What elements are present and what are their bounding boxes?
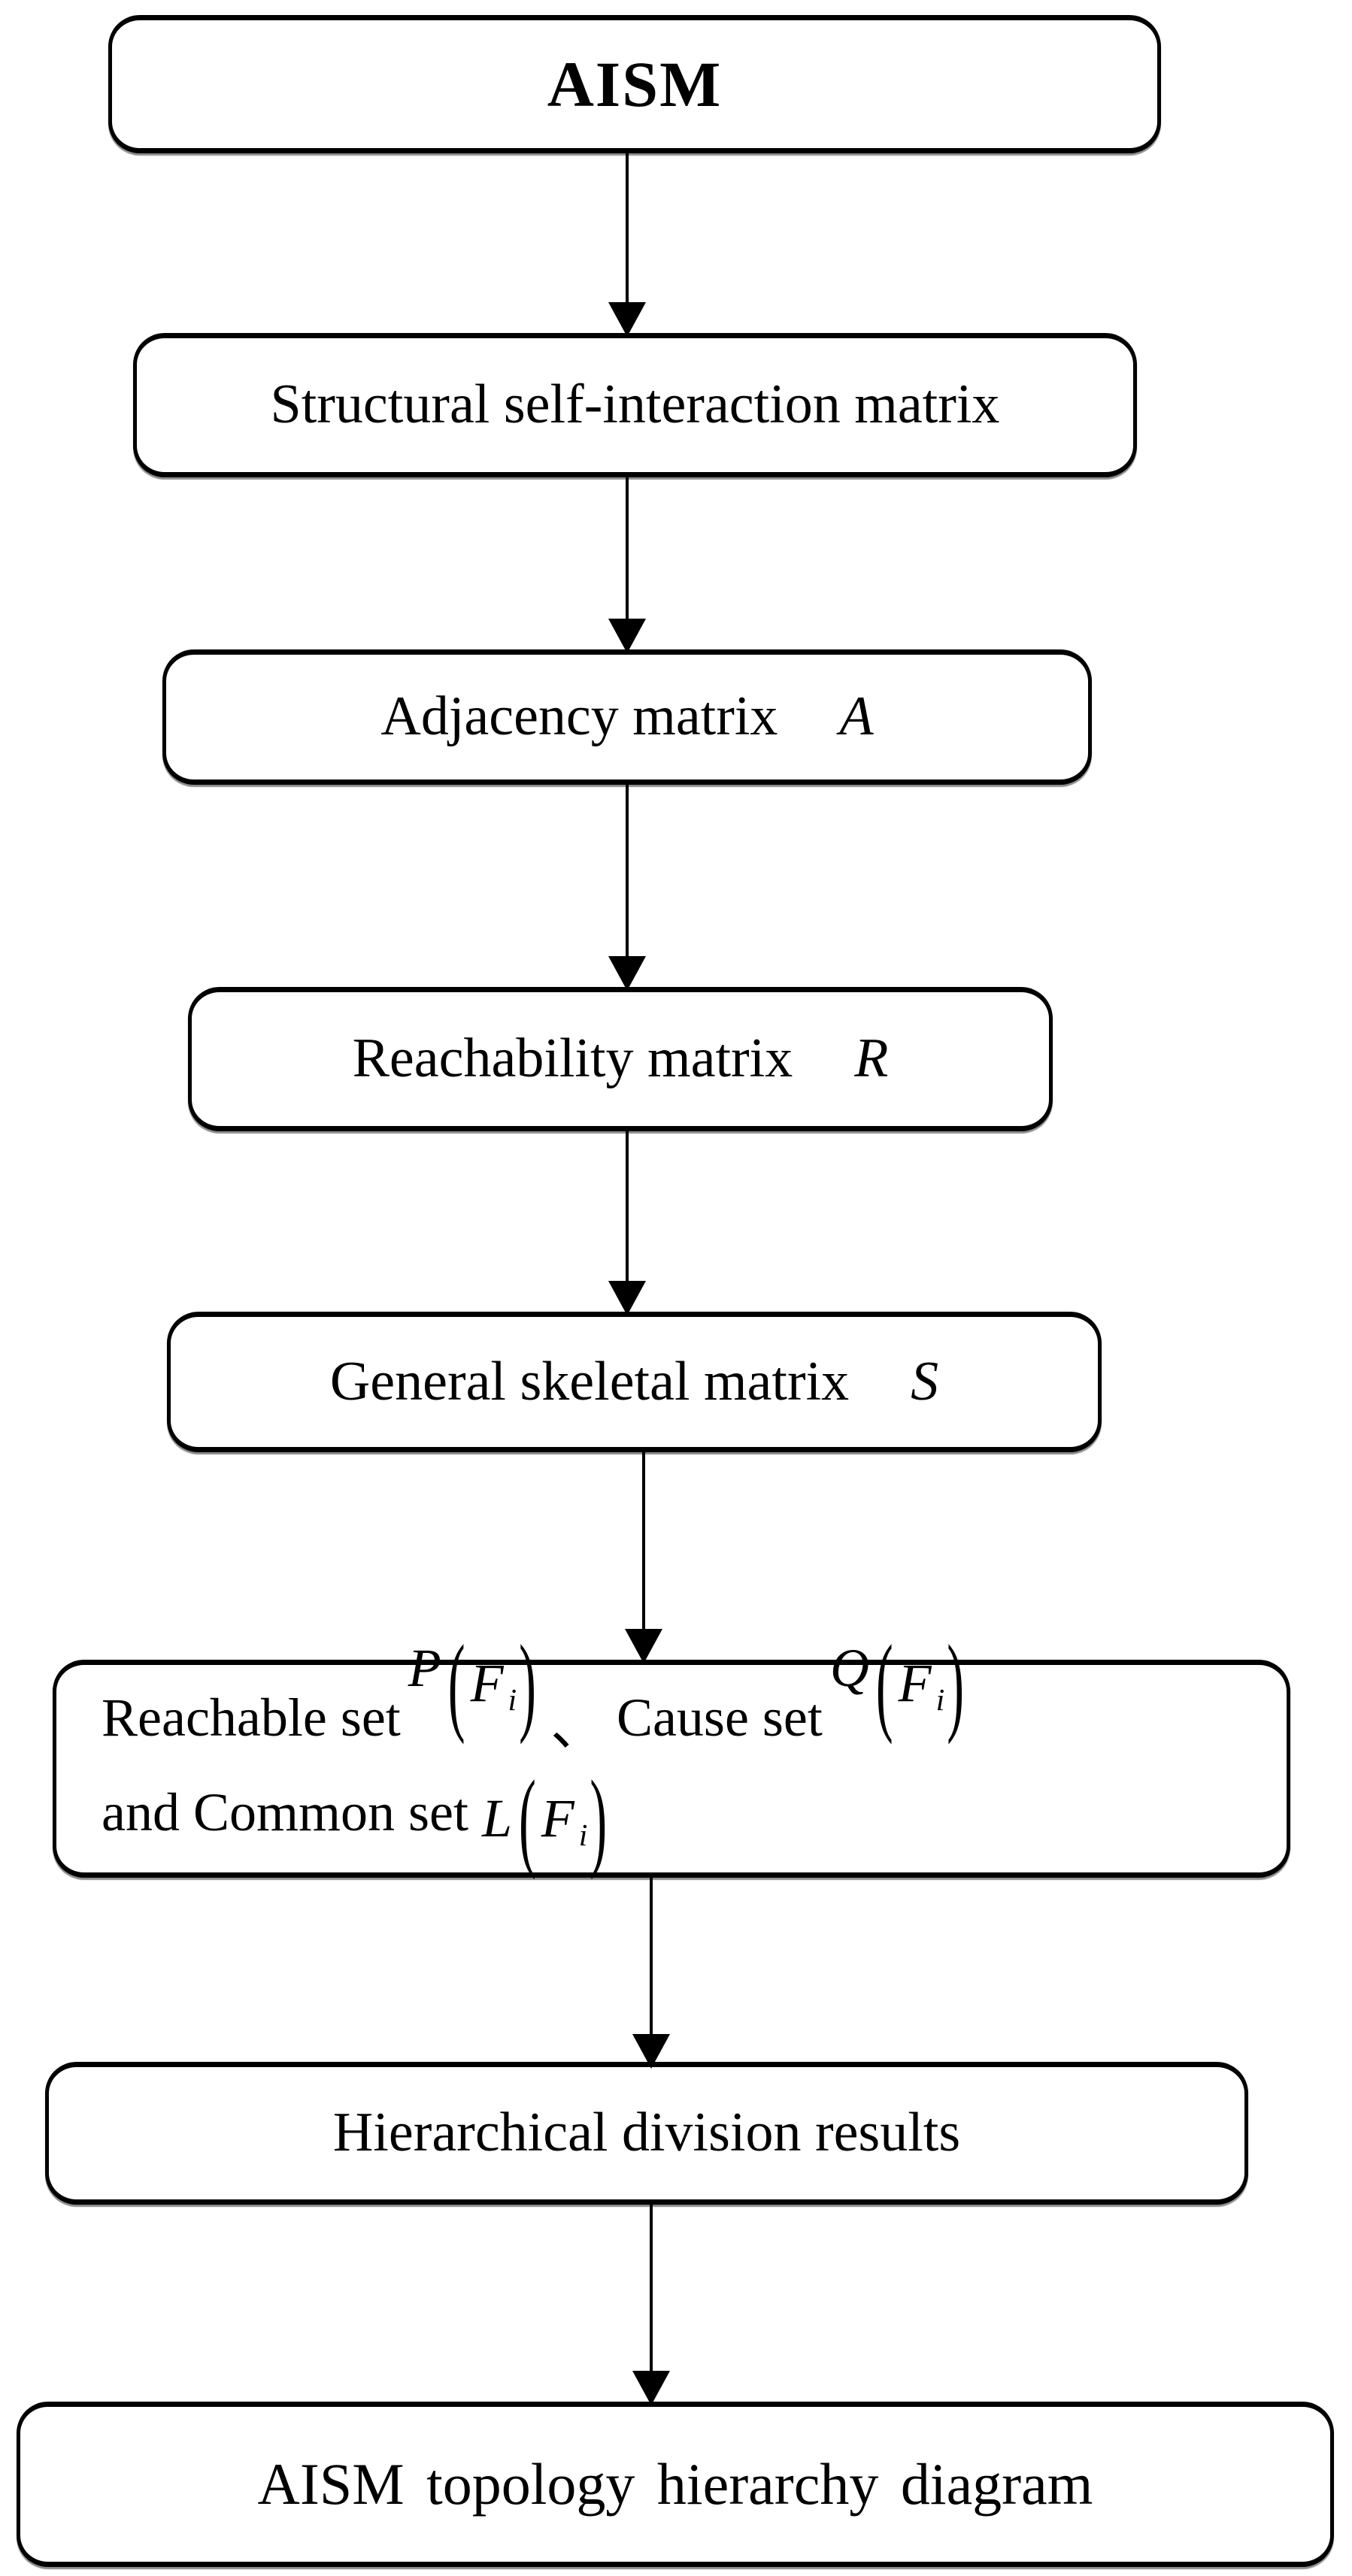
arrow-head-icon [608,1281,646,1315]
arrow-head-icon [608,956,646,991]
matrix-symbol-a: A [839,686,874,748]
math-subscript: i [935,1682,945,1718]
math-term-l: L ( F i ) [481,1763,609,1875]
flow-arrow-sets-to-hierarchical [632,1878,670,2069]
node-label: Hierarchical division results [332,2102,961,2164]
math-function-letter: P [408,1638,441,1699]
flow-arrow-aism-to-ssim [608,153,646,337]
node-adjacency-matrix: Adjacency matrix A [162,649,1092,785]
math-argument-letter: F [541,1788,574,1849]
arrow-head-icon [632,2371,670,2405]
node-aism: AISM [108,15,1161,153]
arrow-line [626,785,629,958]
reachable-set-label: Reachable set [102,1688,401,1748]
arrow-line [650,2205,653,2372]
math-argument-letter: F [898,1653,932,1714]
math-paren-open: ( [519,1757,536,1881]
node-aism-topology-hierarchy-diagram: AISM topology hierarchy diagram [17,2402,1334,2567]
common-set-label: and Common set [102,1782,468,1843]
math-paren-open: ( [875,1621,893,1745]
arrow-line [626,153,629,304]
flow-arrow-adjacency-to-reachability [608,785,646,991]
math-argument-letter: F [470,1653,504,1714]
math-paren-close: ) [519,1621,536,1745]
math-function-letter: L [481,1788,513,1849]
arrow-head-icon [632,2034,670,2069]
enumeration-comma: 、 [550,1696,605,1757]
sets-line-1: Reachable set P ( F i ) 、 Cause set Q ( … [102,1628,974,1764]
node-label: Structural self-interaction matrix [270,374,1000,436]
matrix-symbol-r: R [854,1028,889,1090]
cause-set-label: Cause set [616,1688,823,1748]
node-sets: Reachable set P ( F i ) 、 Cause set Q ( … [53,1628,1290,1878]
math-paren-close: ) [947,1621,965,1745]
node-structural-self-interaction-matrix: Structural self-interaction matrix [133,333,1137,477]
node-label: AISM topology hierarchy diagram [257,2451,1093,2517]
node-label: Adjacency matrix [380,686,778,748]
math-subscript: i [578,1818,588,1853]
arrow-head-icon [608,302,646,337]
flow-arrow-hierarchical-to-topology [632,2205,670,2405]
math-term-q: Q ( F i ) [830,1628,966,1739]
arrow-line [642,1452,645,1630]
flow-arrow-ssim-to-adjacency [608,477,646,653]
node-label: Reachability matrix [352,1028,793,1090]
math-subscript: i [508,1682,517,1718]
arrow-head-icon [608,619,646,653]
flow-arrow-skeletal-to-sets [625,1452,662,1663]
node-label: General skeletal matrix [329,1350,850,1412]
node-label: AISM [547,47,723,120]
math-function-letter: Q [829,1638,869,1699]
matrix-symbol-s: S [911,1350,939,1412]
arrow-line [650,1878,653,2036]
arrow-line [626,1131,629,1282]
math-paren-open: ( [447,1621,465,1745]
math-paren-close: ) [590,1757,608,1881]
arrow-line [626,477,629,620]
node-reachability-matrix: Reachability matrix R [188,987,1053,1131]
math-term-p: P ( F i ) [408,1628,538,1739]
arrow-head-icon [625,1629,662,1663]
node-general-skeletal-matrix: General skeletal matrix S [167,1312,1102,1452]
node-hierarchical-division-results: Hierarchical division results [45,2062,1248,2205]
sets-line-2: and Common set L ( F i ) [102,1763,617,1875]
flow-arrow-reachability-to-skeletal [608,1131,646,1315]
